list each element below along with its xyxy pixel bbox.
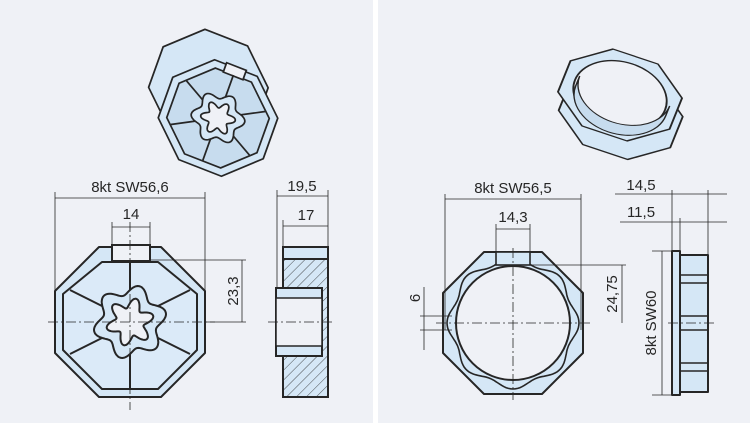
dim-side-body-label: 17	[298, 207, 315, 224]
dim-side-total-label: 19,5	[287, 178, 316, 195]
dim-slot-label: 6	[407, 294, 424, 302]
dim-notch-label: 14	[123, 206, 140, 223]
dim-width-label: 8kt SW56,5	[474, 180, 552, 197]
right-side-view	[668, 250, 715, 396]
dim-height-label: 23,3	[225, 276, 242, 305]
right-front-view	[436, 248, 590, 400]
left-dimensions: 8kt SW56,6 14 23,3 19,5 17	[54, 178, 329, 323]
right-isometric-view	[557, 48, 684, 161]
dim-notch-label: 14,3	[498, 209, 527, 226]
left-isometric-view	[147, 28, 279, 178]
left-front-view	[48, 222, 215, 410]
dim-height-label: 24,75	[604, 275, 621, 313]
dim-width-label: 8kt SW56,6	[91, 179, 169, 196]
right-dimensions: 8kt SW56,5 14,3 24,75 6 14,5 11,5 8kt SW…	[407, 177, 727, 396]
dim-side-body-label: 11,5	[627, 204, 655, 221]
dim-flange-label: 8kt SW60	[643, 290, 660, 355]
dim-side-total-label: 14,5	[626, 177, 655, 194]
left-side-view	[268, 246, 335, 398]
